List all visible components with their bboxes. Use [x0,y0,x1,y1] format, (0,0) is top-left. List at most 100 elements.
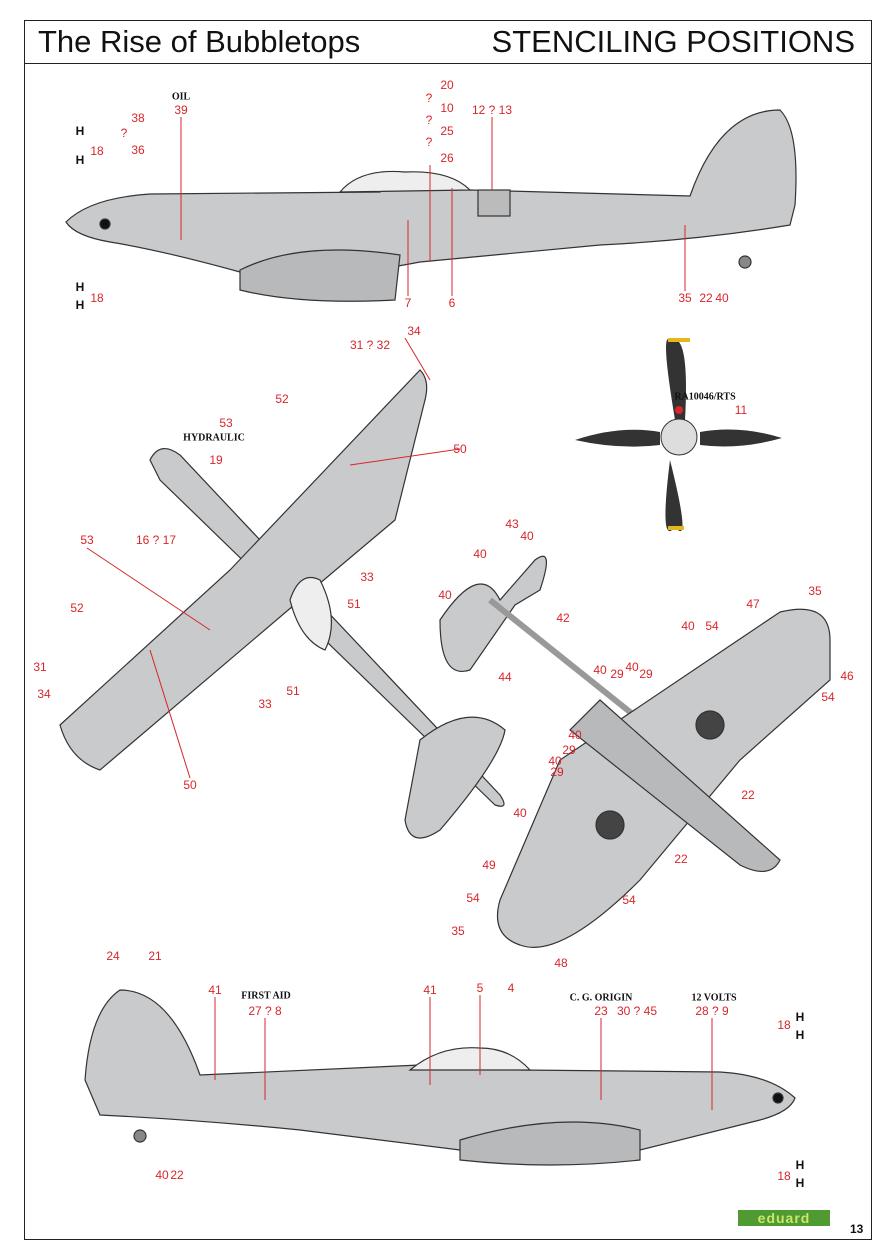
callout-label: 34 [37,687,51,701]
callout-label: 40 [625,660,639,674]
callout-label: 29 [610,667,624,681]
callout-label: 40 [473,547,487,561]
callout-label: 22 [741,788,755,802]
callout-label: 18 [777,1018,791,1032]
underside-view [496,608,831,948]
top-view [59,369,506,839]
callout-label: 18 [90,144,104,158]
callout-label: 12 VOLTS [691,992,737,1004]
callout-label: 52 [275,392,289,406]
callout-label: 29 [550,765,564,779]
callout-lines [86,117,713,1110]
callout-label: 40 [715,291,729,305]
callout-label: 41 [423,983,437,997]
callout-label: 29 [639,667,653,681]
callout-label: HYDRAULIC [183,432,245,444]
callout-label: 28 ? 9 [695,1004,729,1018]
callout-label: 16 ? 17 [135,533,177,547]
callout-label: 6 [448,296,456,310]
callout-label: 40 [548,754,562,768]
callout-label: 25 [440,124,454,138]
callout-label: 54 [705,619,719,633]
callout-label: H [75,280,85,294]
callout-label: 31 ? 32 [349,338,391,352]
callout-label: 35 [451,924,465,938]
callout-label: 40 [681,619,695,633]
callout-label: 36 [131,143,145,157]
callout-label: 41 [208,983,222,997]
callout-label: 54 [622,893,636,907]
callout-label: H [795,1176,805,1190]
callout-label: 40 [593,663,607,677]
callout-label: 43 [505,517,519,531]
side-view-left [65,109,797,302]
callout-label: 38 [131,111,145,125]
callout-label: 12 ? 13 [471,103,513,117]
callout-label: FIRST AID [241,990,291,1002]
callout-label: OIL [171,91,191,103]
callout-label: H [795,1028,805,1042]
callout-label: 40 [438,588,452,602]
callout-label: 18 [777,1169,791,1183]
callout-label: 44 [498,670,512,684]
callout-label: 50 [453,442,467,456]
callout-label: 5 [476,981,484,995]
callout-label: H [75,153,85,167]
callout-label: ? [425,113,433,127]
section-title: STENCILING POSITIONS [491,24,855,59]
page-frame [24,20,872,1240]
callout-label: H [75,124,85,138]
callout-label: 51 [286,684,300,698]
callout-label: ? [120,126,128,140]
callout-label: 27 ? 8 [248,1004,282,1018]
callout-label: ? [425,91,433,105]
callout-label: 51 [347,597,361,611]
callout-label: 42 [556,611,570,625]
callout-label: 10 [440,101,454,115]
callout-label: H [795,1010,805,1024]
callout-label: 33 [258,697,272,711]
callout-label: H [75,298,85,312]
callout-label: 22 [699,291,713,305]
callout-label: 54 [466,891,480,905]
callout-label: 18 [90,291,104,305]
callout-label: 40 [513,806,527,820]
callout-label: 22 [674,852,688,866]
callout-label: 22 [170,1168,184,1182]
callout-label: 53 [80,533,94,547]
callout-label: 24 [106,949,120,963]
callout-label: 39 [174,103,188,117]
page-title: The Rise of Bubbletops [38,24,361,59]
propeller-serial: RA10046/RTS [674,391,736,403]
callout-label: 23 [594,1004,608,1018]
callout-label: 48 [554,956,568,970]
callout-label: H [795,1158,805,1172]
callout-label: 40 [520,529,534,543]
callout-label: 26 [440,151,454,165]
callout-label: 46 [840,669,854,683]
callout-label: 52 [70,601,84,615]
callout-label: 19 [209,453,223,467]
callout-label: 47 [746,597,760,611]
callout-label: 29 [562,743,576,757]
callout-label: 21 [148,949,162,963]
page-number: 13 [850,1222,864,1236]
tailplane-view [439,555,642,723]
callout-label: 53 [219,416,233,430]
callout-label: 11 [734,403,748,417]
callout-label: 35 [678,291,692,305]
callout-label: 31 [33,660,47,674]
callout-label: 35 [808,584,822,598]
callout-label: 34 [407,324,421,338]
callout-label: 40 [568,728,582,742]
callout-label: 40 [155,1168,169,1182]
callout-label: 54 [821,690,835,704]
side-view-right [84,989,796,1166]
callout-label: 7 [404,296,412,310]
eduard-logo: eduard [738,1210,830,1226]
callout-label: 33 [360,570,374,584]
callout-label: 4 [507,981,515,995]
callout-label: 30 ? 45 [616,1004,658,1018]
propeller-view [575,338,782,532]
